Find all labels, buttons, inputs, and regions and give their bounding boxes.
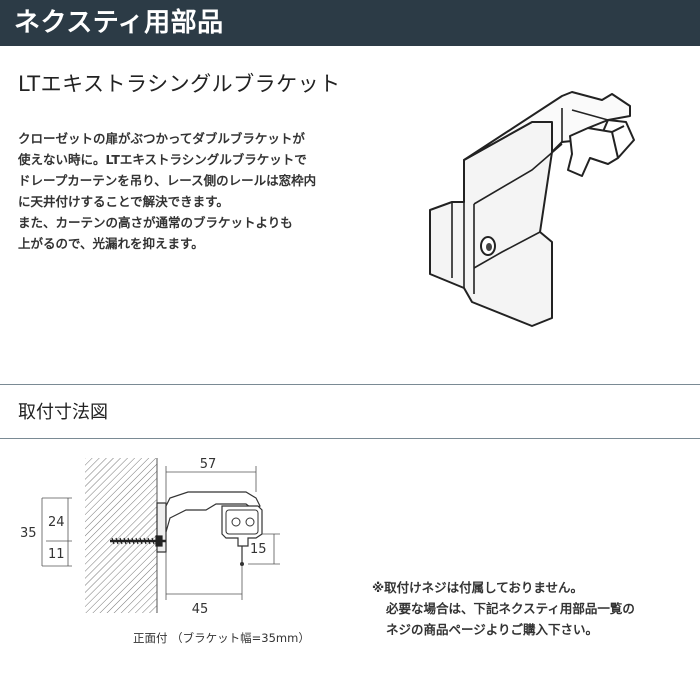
dim-width-top: 57 (200, 457, 217, 472)
header-bar: ネクスティ用部品 (0, 0, 700, 46)
section-divider (0, 384, 700, 385)
product-description: クローゼットの扉がぶつかってダブルブラケットが 使えない時に。LTエキストラシン… (18, 128, 388, 254)
dim-height-lower: 11 (48, 547, 65, 562)
description-line: ドレープカーテンを吊り、レース側のレールは窓枠内 (18, 173, 317, 188)
screw-icon (110, 535, 166, 547)
description-line: 上がるので、光漏れを抑えます。 (18, 236, 204, 251)
note-line: ネジの商品ページよりご購入下さい。 (386, 622, 599, 637)
description-line: に天井付けすることで解決できます。 (18, 194, 229, 209)
description-line: また、カーテンの高さが通常のブラケットよりも (18, 215, 293, 230)
dimension-diagram: 57 45 35 24 11 15 (20, 457, 280, 617)
dim-rail-height: 15 (250, 542, 267, 557)
section-divider (0, 438, 700, 439)
bracket-product-image (429, 91, 635, 327)
diagram-caption: 正面付 （ブラケット幅=35mm） (133, 631, 310, 645)
description-line: 使えない時に。LTエキストラシングルブラケットで (18, 152, 307, 167)
product-title: LTエキストラシングルブラケット (18, 72, 341, 96)
header-title: ネクスティ用部品 (14, 8, 224, 38)
dim-height-upper: 24 (48, 515, 65, 530)
note-line: ※取付けネジは付属しておりません。 (372, 580, 584, 595)
note-line: 必要な場合は、下記ネクスティ用部品一覧の (386, 601, 635, 616)
section-title: 取付寸法図 (18, 402, 108, 423)
description-line: クローゼットの扉がぶつかってダブルブラケットが (18, 131, 305, 146)
dim-width-bottom: 45 (192, 602, 209, 617)
screw-note: ※取付けネジは付属しておりません。 必要な場合は、下記ネクスティ用部品一覧の ネ… (372, 577, 635, 640)
dim-height-total: 35 (20, 526, 37, 541)
wall-hatch (85, 458, 157, 613)
